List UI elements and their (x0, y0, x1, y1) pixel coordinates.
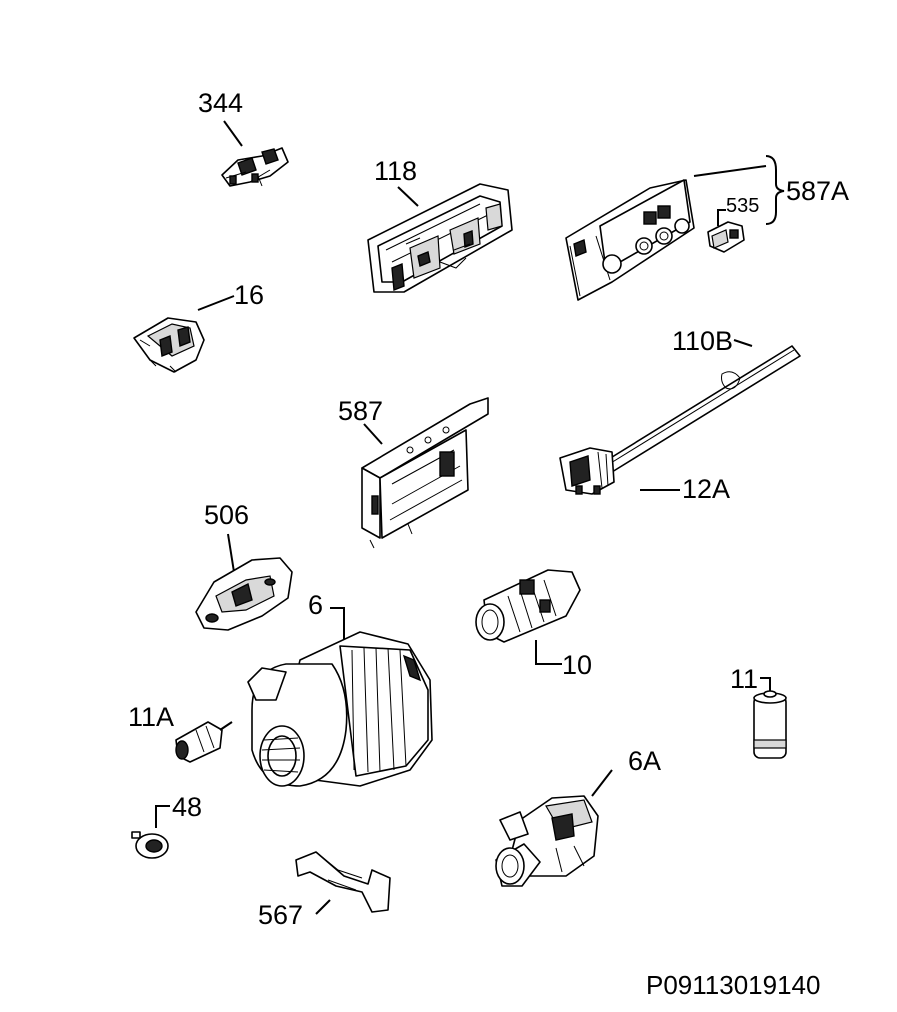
label-587: 587 (338, 396, 383, 426)
part-567 (295, 851, 391, 915)
label-587A: 587A (786, 176, 849, 206)
part-11A (175, 721, 233, 763)
part-11 (753, 677, 787, 759)
label-11A: 11A (128, 702, 174, 732)
part-6A (495, 769, 613, 887)
part-587 (361, 397, 489, 549)
label-12A: 12A (682, 474, 730, 504)
part-587A (565, 155, 785, 301)
label-48: 48 (172, 792, 202, 822)
label-6: 6 (308, 590, 323, 620)
part-16 (133, 295, 235, 373)
label-567: 567 (258, 900, 303, 930)
label-506: 506 (204, 500, 249, 530)
label-344: 344 (198, 88, 243, 118)
drawing-code: P09113019140 (646, 970, 820, 1000)
label-16: 16 (234, 280, 264, 310)
label-6A: 6A (628, 746, 661, 776)
part-118 (367, 183, 513, 293)
part-344 (221, 120, 289, 187)
part-10 (475, 569, 581, 665)
label-11: 11 (730, 664, 758, 694)
label-10: 10 (562, 650, 592, 680)
part-506 (195, 533, 293, 631)
label-535: 535 (726, 195, 759, 217)
label-110B: 110B (672, 326, 733, 356)
part-6 (247, 607, 433, 787)
label-118: 118 (374, 156, 417, 186)
part-110B-12A (559, 339, 801, 495)
part-48 (131, 805, 170, 859)
part-535 (707, 209, 745, 253)
